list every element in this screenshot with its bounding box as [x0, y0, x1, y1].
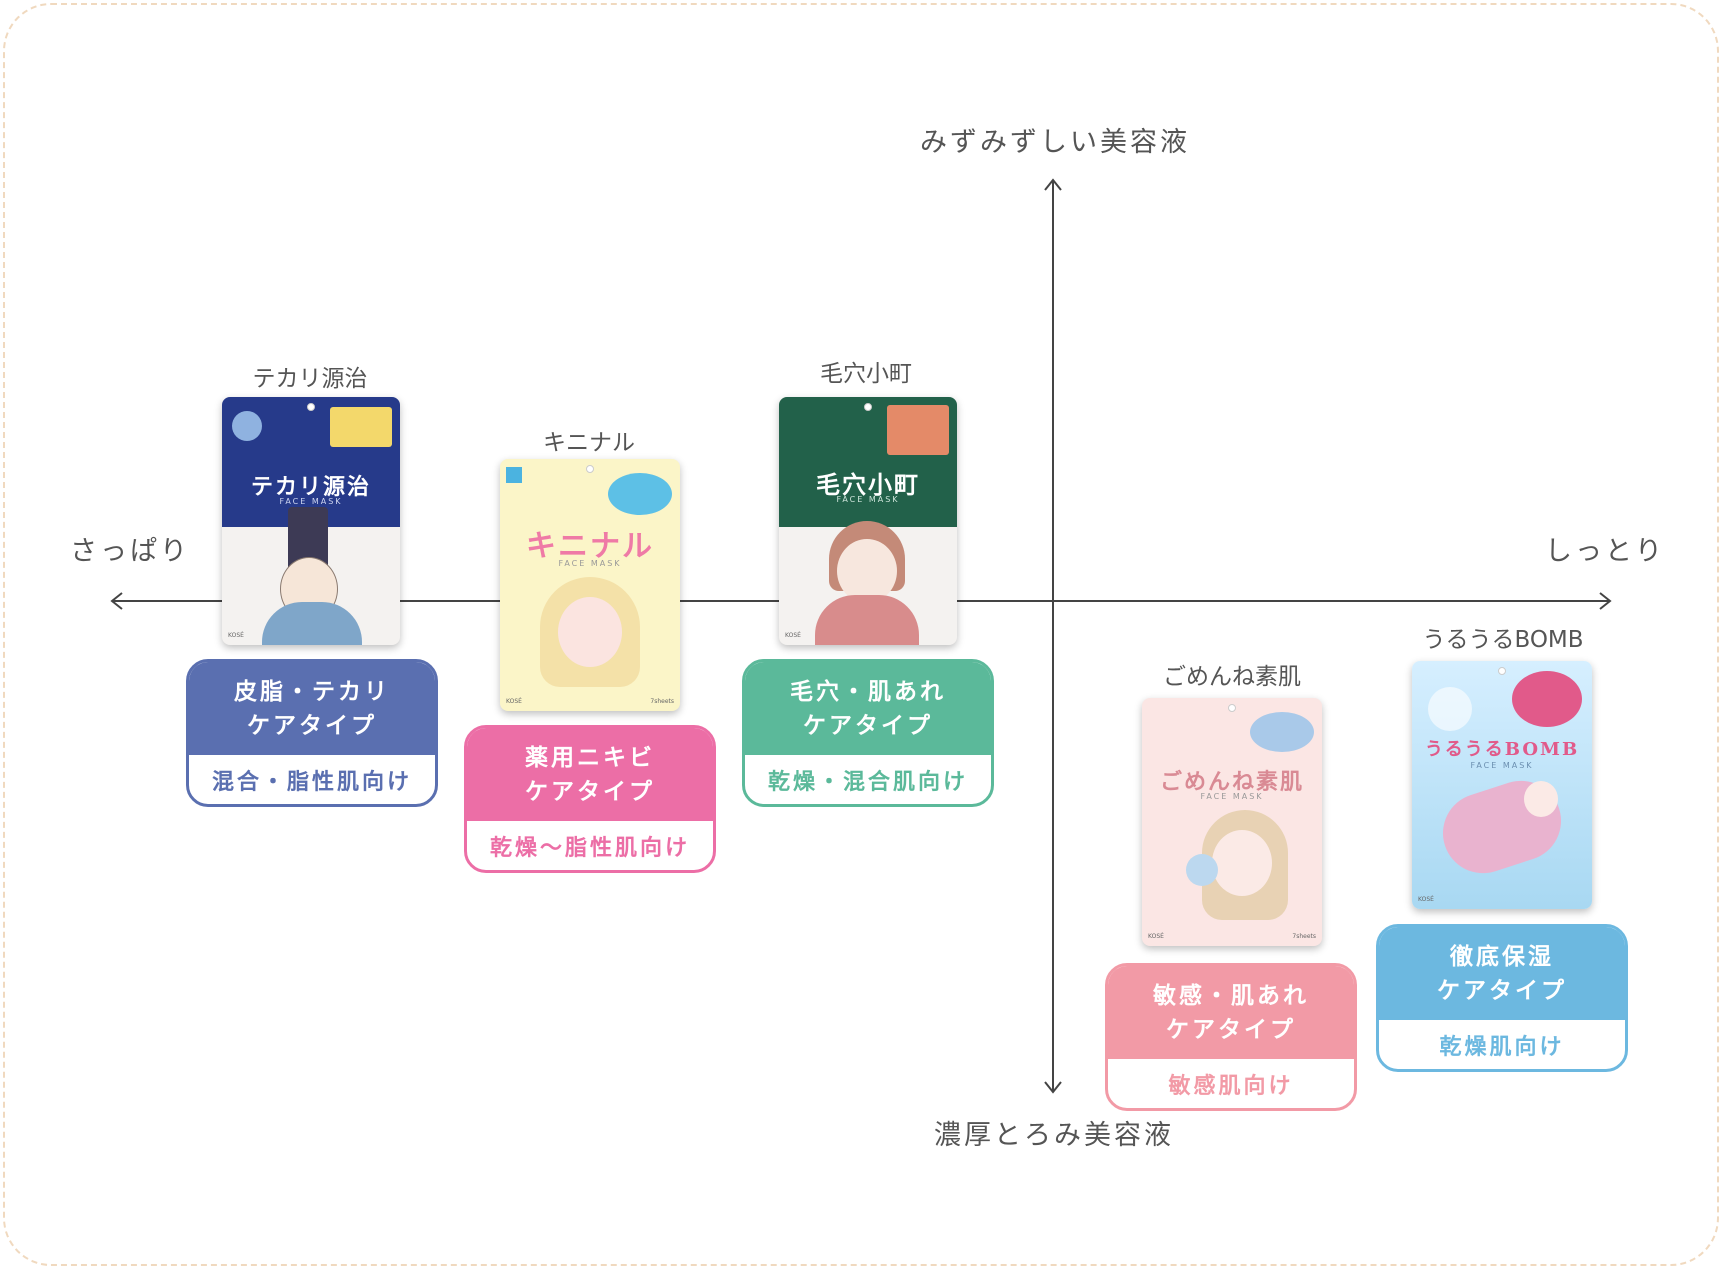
- product-name-gomenne: ごめんね素肌: [1163, 664, 1301, 690]
- pack-title: テカリ源治: [250, 474, 371, 500]
- skin-type: 敏感肌向け: [1168, 1073, 1294, 1099]
- product-name-keana: 毛穴小町: [820, 361, 912, 387]
- ururu-bomb-mask-pack-icon[interactable]: うるうるBOMB FACE MASK KOSÉ: [1412, 661, 1592, 909]
- product-name-kininaru: キニナル: [543, 430, 635, 456]
- pack-title: キニナル: [526, 529, 654, 564]
- pack-subtitle: FACE MASK: [558, 559, 622, 568]
- type-card-keana: 毛穴・肌あれ ケアタイプ 乾燥・混合肌向け: [742, 659, 994, 807]
- type-line2: ケアタイプ: [1166, 1016, 1296, 1043]
- type-line1: 薬用ニキビ: [525, 744, 655, 771]
- pack-subtitle: FACE MASK: [279, 497, 343, 506]
- character-robe-icon: [262, 602, 362, 645]
- character-face-icon: [837, 539, 897, 603]
- skin-type: 乾燥・混合肌向け: [767, 769, 968, 795]
- pack-badge-icon: [232, 411, 262, 441]
- pack-title: ごめんね素肌: [1159, 769, 1304, 795]
- type-card-gomenne: 敏感・肌あれ ケアタイプ 敏感肌向け: [1105, 963, 1357, 1111]
- type-card-tekari: 皮脂・テカリ ケアタイプ 混合・脂性肌向け: [186, 659, 438, 807]
- pack-title: 毛穴小町: [816, 470, 920, 499]
- bubble-icon: [1428, 687, 1472, 731]
- up-arrow-head: [1044, 178, 1062, 191]
- type-line2: ケアタイプ: [525, 778, 655, 805]
- keana-komachi-mask-pack-icon[interactable]: 毛穴小町 FACE MASK KOSÉ: [779, 397, 957, 645]
- right-arrow-head: [1599, 592, 1612, 610]
- type-line1: 敏感・肌あれ: [1153, 982, 1309, 1009]
- pack-badge-icon: [1512, 671, 1582, 727]
- type-line2: ケアタイプ: [247, 712, 377, 739]
- product-name-tekari: テカリ源治: [252, 366, 368, 392]
- pack-badge-icon: [887, 405, 949, 455]
- cotton-pad-icon: [1186, 854, 1218, 886]
- pack-title: うるうるBOMB: [1424, 739, 1580, 760]
- character-face-icon: [1524, 781, 1558, 817]
- gomenne-suhada-mask-pack-icon[interactable]: ごめんね素肌 FACE MASK KOSÉ 7sheets: [1142, 698, 1322, 946]
- down-arrow-head: [1044, 1081, 1062, 1094]
- type-line1: 皮脂・テカリ: [234, 678, 390, 705]
- pack-badge-icon: [330, 407, 392, 447]
- axis-label-right: しっとり: [1545, 536, 1665, 567]
- product-name-ururu: うるうるBOMB: [1422, 627, 1584, 653]
- character-face-icon: [558, 597, 622, 667]
- pack-badge-icon: [1250, 712, 1314, 752]
- type-card-ururu: 徹底保湿 ケアタイプ 乾燥肌向け: [1376, 924, 1628, 1072]
- left-arrow-head: [110, 592, 123, 610]
- pack-subtitle: FACE MASK: [1200, 792, 1264, 801]
- pack-subtitle: FACE MASK: [836, 495, 900, 504]
- skin-type: 乾燥肌向け: [1439, 1034, 1565, 1060]
- skin-type: 乾燥〜脂性肌向け: [489, 835, 690, 861]
- axis-label-left: さっぱり: [70, 536, 190, 567]
- pack-badge-icon: [608, 473, 672, 515]
- dashed-frame: [3, 3, 1719, 1266]
- pack-subtitle: FACE MASK: [1470, 761, 1534, 770]
- axis-label-top: みずみずしい美容液: [920, 127, 1190, 158]
- axis-label-bottom: 濃厚とろみ美容液: [934, 1120, 1174, 1151]
- type-line2: ケアタイプ: [803, 712, 933, 739]
- character-kimono-icon: [815, 595, 919, 645]
- type-line1: 徹底保湿: [1450, 943, 1554, 970]
- tekari-genji-mask-pack-icon[interactable]: テカリ源治 FACE MASK KOSÉ: [222, 397, 400, 645]
- character-face-icon: [1212, 830, 1272, 896]
- medical-cross-icon: [506, 467, 522, 483]
- kininaru-mask-pack-icon[interactable]: キニナル FACE MASK KOSÉ 7sheets: [500, 459, 680, 711]
- type-line2: ケアタイプ: [1437, 977, 1567, 1004]
- skin-type: 混合・脂性肌向け: [211, 769, 412, 795]
- type-line1: 毛穴・肌あれ: [790, 678, 946, 705]
- type-card-kininaru: 薬用ニキビ ケアタイプ 乾燥〜脂性肌向け: [464, 725, 716, 873]
